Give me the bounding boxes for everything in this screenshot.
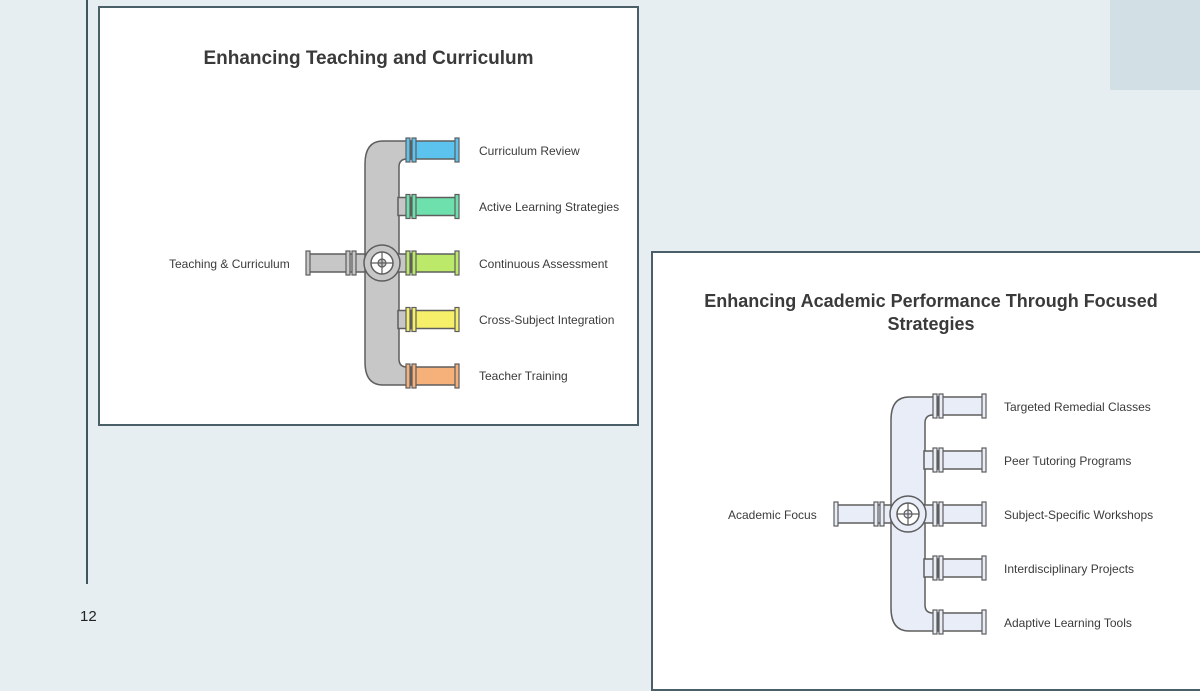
- pipe-flange: [305, 250, 311, 276]
- page-number: 12: [80, 608, 97, 625]
- pipe-flange: [873, 501, 879, 527]
- branch-label: Interdisciplinary Projects: [1004, 562, 1135, 576]
- pipe-diagram: [833, 393, 987, 635]
- branch-label: Teacher Training: [479, 369, 568, 383]
- branch-outlet: [937, 450, 985, 470]
- branch-label: Adaptive Learning Tools: [1004, 616, 1132, 630]
- pipe-flange: [411, 137, 417, 163]
- diagram-title: Enhancing Teaching and Curriculum: [203, 48, 534, 69]
- branch-label: Continuous Assessment: [479, 257, 608, 271]
- pipe-flange: [938, 609, 944, 635]
- branch-outlet: [410, 253, 458, 273]
- diagram-title: Enhancing Academic Performance Through F…: [704, 291, 1158, 334]
- branch-label: Peer Tutoring Programs: [1004, 454, 1132, 468]
- pipe-flange: [938, 555, 944, 581]
- branch-outlet: [937, 504, 985, 524]
- branch-outlet: [937, 612, 985, 632]
- pipe-diagram: [305, 137, 460, 389]
- branch-label: Curriculum Review: [479, 144, 580, 158]
- pipe-flange: [351, 250, 357, 276]
- pipe-flange: [405, 193, 411, 220]
- branch-outlet: [410, 309, 458, 330]
- branch-outlet: [410, 196, 458, 217]
- diagram-panel-teaching: Enhancing Teaching and Curriculum Teachi…: [98, 6, 639, 426]
- branch-outlet: [410, 140, 458, 160]
- pipe-flange: [981, 393, 987, 419]
- pipe-flange: [345, 250, 351, 276]
- pipe-flange: [405, 137, 411, 163]
- pipe-flange: [879, 501, 885, 527]
- pipe-flange: [405, 250, 411, 276]
- pipe-flange: [932, 447, 938, 473]
- pipe-flange: [938, 447, 944, 473]
- pipe-flange: [932, 609, 938, 635]
- branch-label: Subject-Specific Workshops: [1004, 508, 1154, 522]
- pipe-flange: [938, 393, 944, 419]
- branch-label: Active Learning Strategies: [479, 200, 620, 214]
- pipe-flange: [411, 363, 417, 389]
- pipe-flange: [932, 555, 938, 581]
- branch-label: Cross-Subject Integration: [479, 313, 615, 327]
- pipe-flange: [405, 363, 411, 389]
- pipe-flange: [454, 363, 460, 389]
- pipe-flange: [454, 193, 460, 220]
- source-label: Teaching & Curriculum: [169, 257, 290, 271]
- source-label: Academic Focus: [728, 508, 817, 522]
- pipe-flange: [411, 306, 417, 333]
- branch-outlet: [937, 396, 985, 416]
- pipe-flange: [981, 447, 987, 473]
- branch-outlet: [937, 558, 985, 578]
- pipe-flange: [411, 250, 417, 276]
- pipe-flange: [411, 193, 417, 220]
- corner-decoration: [1110, 0, 1200, 90]
- pipe-flange: [981, 609, 987, 635]
- slide-divider-line: [86, 0, 88, 584]
- pipe-flange: [938, 501, 944, 527]
- pipe-flange: [932, 393, 938, 419]
- diagram-panel-academic: Enhancing Academic Performance Through F…: [651, 251, 1200, 691]
- pipe-flange: [981, 555, 987, 581]
- branch-outlet: [410, 366, 458, 386]
- pipe-flange: [454, 306, 460, 333]
- pipe-flange: [833, 501, 839, 527]
- branch-label: Targeted Remedial Classes: [1004, 400, 1151, 414]
- pipe-flange: [405, 306, 411, 333]
- pipe-flange: [454, 250, 460, 276]
- pipe-flange: [932, 501, 938, 527]
- pipe-flange: [454, 137, 460, 163]
- pipe-flange: [981, 501, 987, 527]
